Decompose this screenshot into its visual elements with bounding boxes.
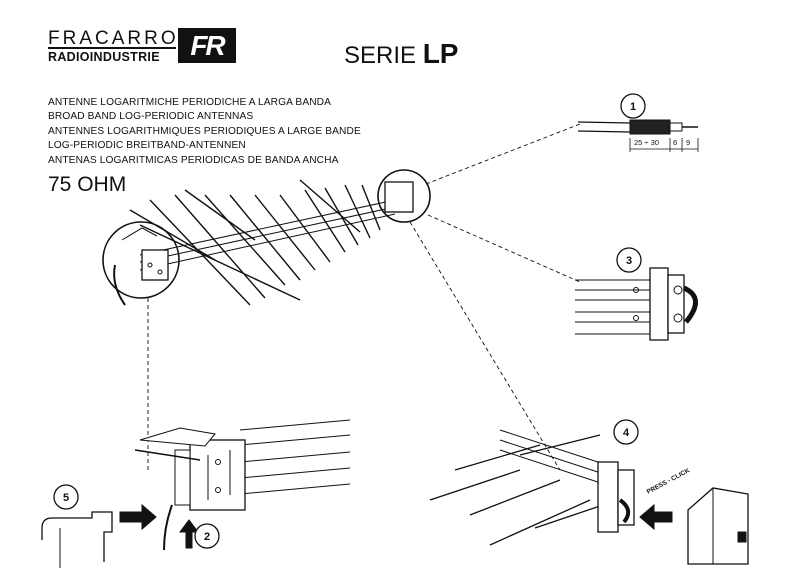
brand-divider bbox=[48, 47, 176, 49]
description-en: BROAD BAND LOG-PERIODIC ANTENNAS bbox=[48, 111, 254, 123]
step-2-badge: 2 bbox=[194, 523, 220, 549]
step-4-badge: 4 bbox=[613, 419, 639, 445]
svg-text:2: 2 bbox=[204, 531, 210, 543]
detail-circle-left bbox=[102, 221, 180, 299]
brand-name: FRACARRO bbox=[48, 28, 179, 49]
svg-text:5: 5 bbox=[63, 492, 69, 504]
svg-text:3: 3 bbox=[626, 255, 632, 267]
brand-logo: FR bbox=[178, 28, 236, 63]
cover-cap bbox=[687, 487, 749, 565]
step-3-badge: 3 bbox=[616, 247, 642, 273]
step-5-badge: 5 bbox=[53, 484, 79, 510]
svg-text:1: 1 bbox=[630, 101, 636, 113]
dimension-wire: 6 bbox=[673, 138, 677, 147]
detail-circle-right bbox=[377, 169, 431, 223]
series-prefix: SERIE bbox=[344, 42, 417, 69]
description-it: ANTENNE LOGARITMICHE PERIODICHE A LARGA … bbox=[48, 97, 332, 108]
dimension-core: 9 bbox=[686, 138, 690, 147]
series-code: LP bbox=[422, 38, 459, 69]
connector-assembly bbox=[134, 419, 351, 551]
description-list: ANTENNE LOGARITMICHE PERIODICHE A LARGA … bbox=[48, 96, 361, 168]
rear-antenna bbox=[429, 429, 635, 546]
insert-arrow-icon bbox=[119, 503, 157, 531]
step-1-badge: 1 bbox=[620, 93, 646, 119]
brand-subname: RADIOINDUSTRIE bbox=[48, 50, 160, 64]
cover-diagram bbox=[41, 511, 113, 568]
leader-lines bbox=[147, 123, 581, 471]
press-arrow-icon bbox=[639, 503, 673, 531]
press-click-note: PRESS - CLICK bbox=[646, 467, 692, 496]
push-up-arrow-icon bbox=[179, 519, 199, 549]
series-title: SERIE LP bbox=[344, 38, 458, 70]
description-fr: ANTENNES LOGARITHMIQUES PERIODIQUES A LA… bbox=[48, 125, 361, 137]
impedance-label: 75 OHM bbox=[48, 173, 127, 196]
description-es: ANTENAS LOGARITMICAS PERIODICAS DE BANDA… bbox=[48, 154, 339, 166]
cable-diagram bbox=[577, 119, 699, 152]
description-de: LOG-PERIODIC BREITBAND-ANTENNEN bbox=[48, 140, 246, 152]
svg-text:4: 4 bbox=[623, 427, 630, 439]
connector-detail bbox=[113, 227, 169, 306]
dimension-strip: 25 ÷ 30 bbox=[634, 138, 659, 147]
terminal-diagram bbox=[575, 267, 698, 341]
main-antenna bbox=[129, 179, 414, 306]
